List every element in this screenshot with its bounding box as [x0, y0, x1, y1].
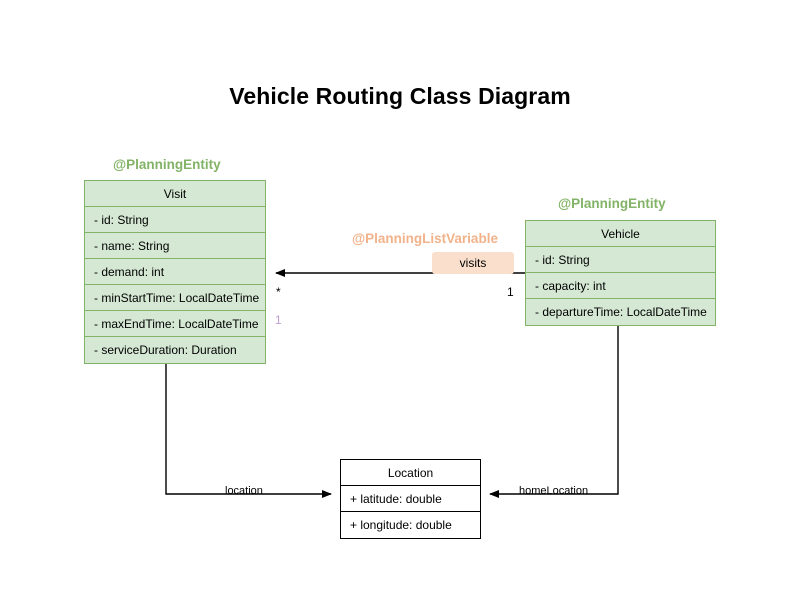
edge-home-location	[489, 322, 619, 498]
annotation-planning-entity-vehicle: @PlanningEntity	[558, 196, 666, 211]
class-attribute: - serviceDuration: Duration	[94, 343, 237, 357]
class-attribute: - id: String	[526, 247, 715, 273]
class-attribute: - maxEndTime: LocalDateTime	[85, 311, 265, 337]
edge-label-visits: visits	[432, 252, 514, 274]
multiplicity-visits-target: *	[276, 285, 281, 299]
edge-location	[165, 362, 332, 498]
class-attribute: + latitude: double	[341, 486, 480, 512]
class-attribute: - capacity: int	[526, 273, 715, 299]
class-name-location: Location	[341, 460, 480, 486]
multiplicity-visit-location: 1	[275, 313, 282, 327]
multiplicity-visits-source: 1	[507, 285, 514, 299]
class-attribute: - demand: int	[85, 259, 265, 285]
class-box-visit[interactable]: Visit - id: String - name: String - dema…	[84, 180, 266, 364]
edge-label-home-location: homeLocation	[519, 485, 589, 497]
page-title: Vehicle Routing Class Diagram	[229, 83, 571, 109]
annotation-planning-list-variable: @PlanningListVariable	[352, 231, 498, 246]
class-name-visit: Visit	[85, 181, 265, 207]
annotation-planning-entity-visit: @PlanningEntity	[113, 157, 221, 172]
class-attribute: - departureTime: LocalDateTime	[535, 305, 707, 319]
edge-label-location: location	[225, 485, 263, 497]
class-box-location[interactable]: Location + latitude: double + longitude:…	[340, 459, 481, 539]
class-attribute: - minStartTime: LocalDateTime	[85, 285, 265, 311]
class-attribute: - name: String	[85, 233, 265, 259]
class-attribute: + longitude: double	[350, 518, 452, 532]
class-box-vehicle[interactable]: Vehicle - id: String - capacity: int - d…	[525, 220, 716, 326]
class-attribute: - id: String	[85, 207, 265, 233]
class-name-vehicle: Vehicle	[526, 221, 715, 247]
